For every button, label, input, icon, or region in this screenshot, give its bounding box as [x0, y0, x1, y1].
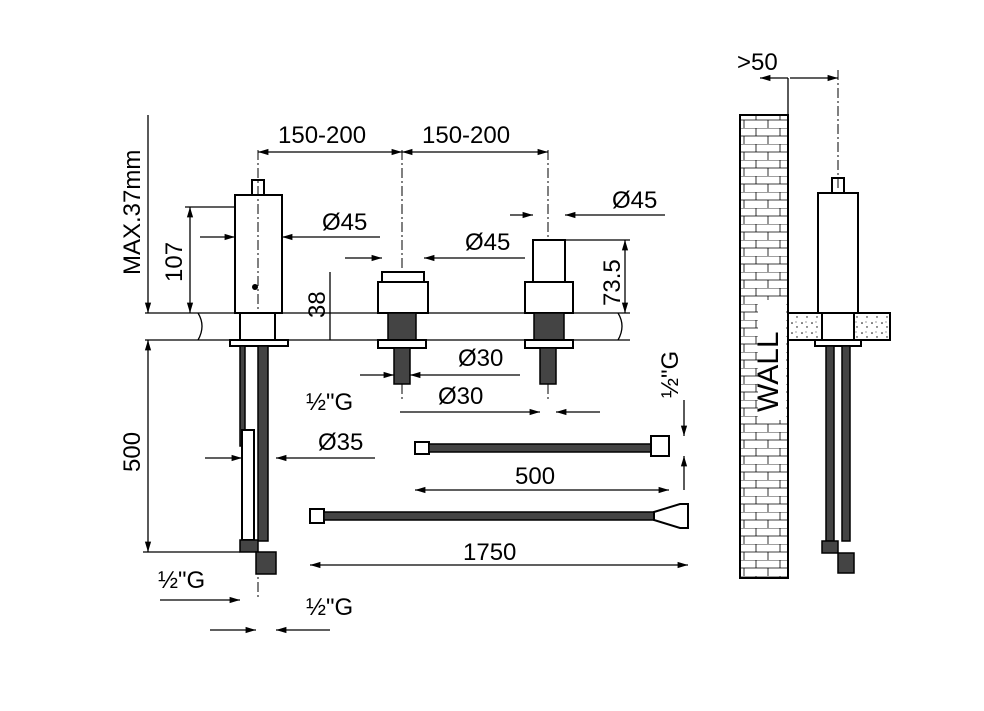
- stem-diameter-2-label: Ø30: [438, 383, 483, 410]
- valve-diameter-right-label: Ø45: [612, 187, 657, 214]
- valve-left: [377, 150, 429, 400]
- shank-length-label: 500: [119, 432, 146, 472]
- max-thickness-label: MAX.37mm: [119, 150, 146, 275]
- stem-diameter-1-label: Ø30: [458, 345, 503, 372]
- hose-short-length-label: 500: [515, 463, 555, 490]
- hose-short: [414, 435, 670, 457]
- thread-bottom-right-label: ½"G: [306, 594, 353, 621]
- valve-right: [524, 150, 574, 400]
- valve-height-mid-label: 38: [304, 291, 331, 318]
- valve-diameter-mid-label: Ø45: [465, 229, 510, 256]
- wall-gap-label: >50: [737, 49, 778, 76]
- wall-label: WALL: [752, 331, 785, 412]
- hose-long-length-label: 1750: [463, 539, 516, 566]
- spout-height-label: 107: [161, 242, 188, 282]
- wall-section: WALL: [739, 70, 891, 579]
- thread-hose-label: ½"G: [657, 351, 684, 398]
- dimension-lines: [143, 74, 838, 634]
- spacing-right-label: 150-200: [422, 122, 510, 149]
- thread-bottom-left-label: ½"G: [158, 567, 205, 594]
- spout-body: [229, 150, 289, 600]
- valve-height-right-label: 73.5: [599, 259, 626, 306]
- shank-diameter-label: Ø35: [318, 429, 363, 456]
- spout-diameter-label: Ø45: [322, 209, 367, 236]
- spacing-left-label: 150-200: [278, 122, 366, 149]
- thread-mid-label: ½"G: [306, 389, 353, 416]
- hose-long: [309, 503, 689, 529]
